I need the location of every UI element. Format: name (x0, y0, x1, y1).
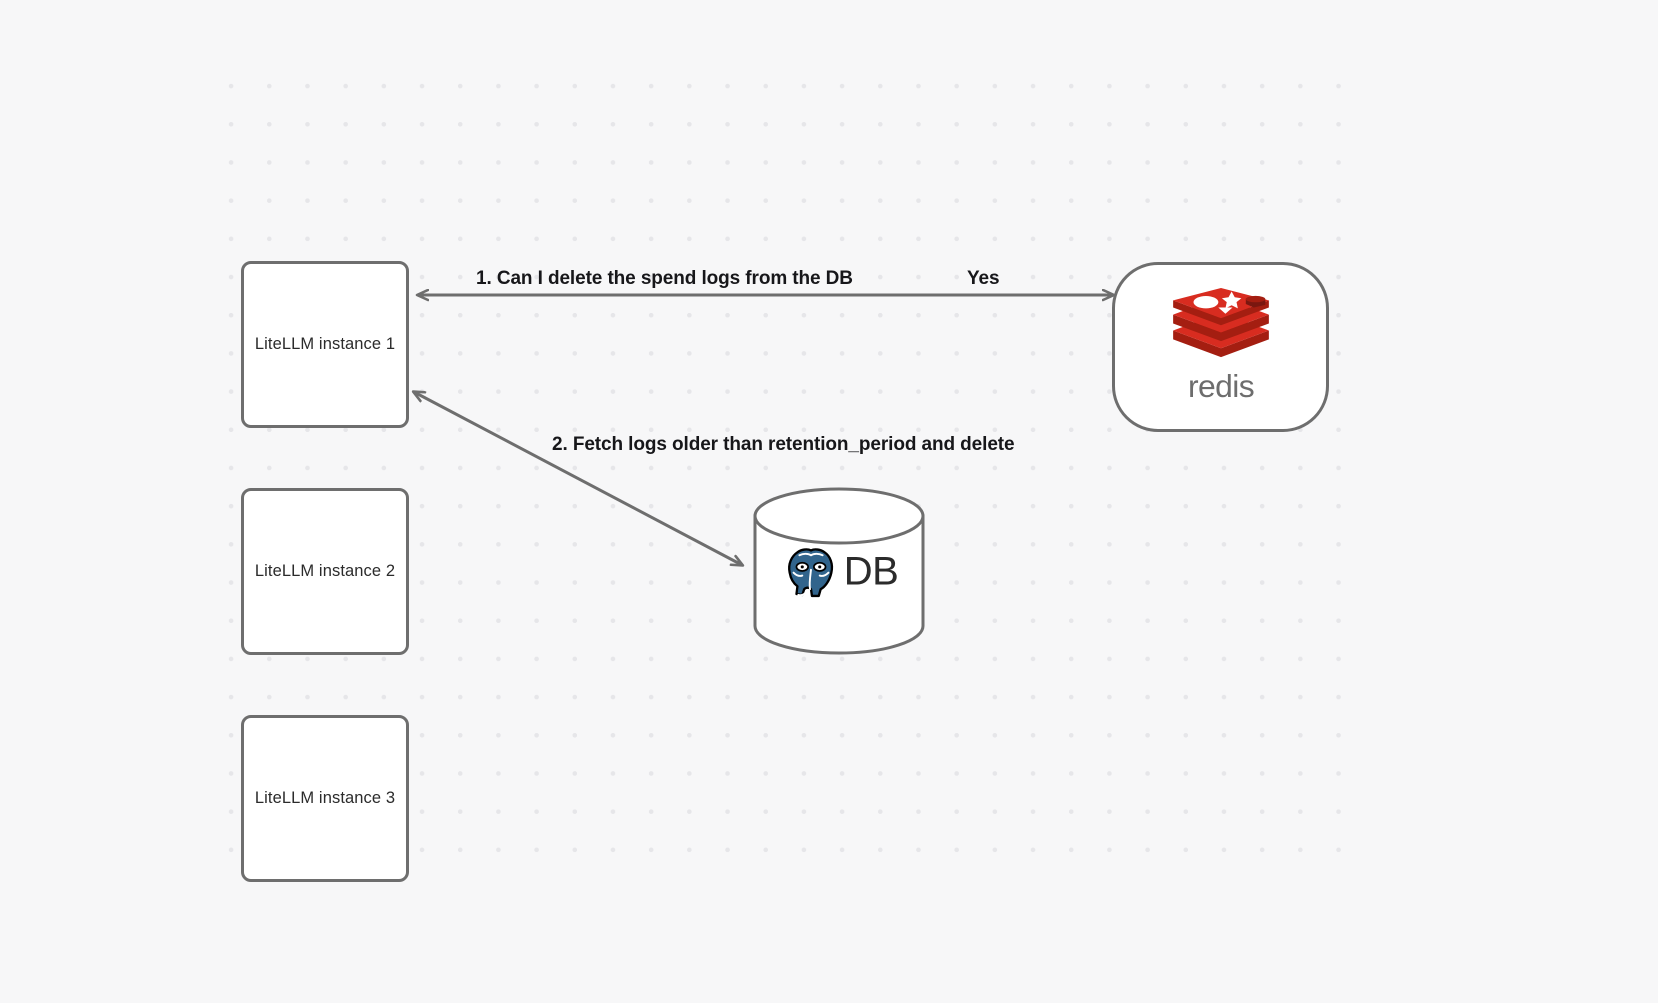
node-litellm-instance-3[interactable]: LiteLLM instance 3 (241, 715, 409, 882)
edge-label-fetch-logs-retention: 2. Fetch logs older than retention_perio… (552, 434, 1015, 455)
postgresql-elephant-icon (787, 546, 835, 599)
node-litellm-instance-1-label: LiteLLM instance 1 (254, 335, 396, 353)
node-litellm-instance-2[interactable]: LiteLLM instance 2 (241, 488, 409, 655)
node-litellm-instance-3-label: LiteLLM instance 3 (254, 789, 396, 807)
edge-label-yes: Yes (967, 268, 1000, 289)
node-redis[interactable]: redis (1112, 262, 1329, 432)
edge-litellm1-db (414, 392, 742, 565)
node-db-postgres[interactable]: DB (753, 492, 925, 650)
redis-wordmark: redis (1187, 368, 1254, 404)
edge-label-delete-spend-logs: 1. Can I delete the spend logs from the … (476, 268, 853, 289)
svg-text:redis: redis (1187, 368, 1253, 404)
node-litellm-instance-2-label: LiteLLM instance 2 (254, 562, 396, 580)
redis-logo-icon (1172, 288, 1269, 358)
db-label: DB (843, 549, 899, 594)
node-litellm-instance-1[interactable]: LiteLLM instance 1 (241, 261, 409, 428)
